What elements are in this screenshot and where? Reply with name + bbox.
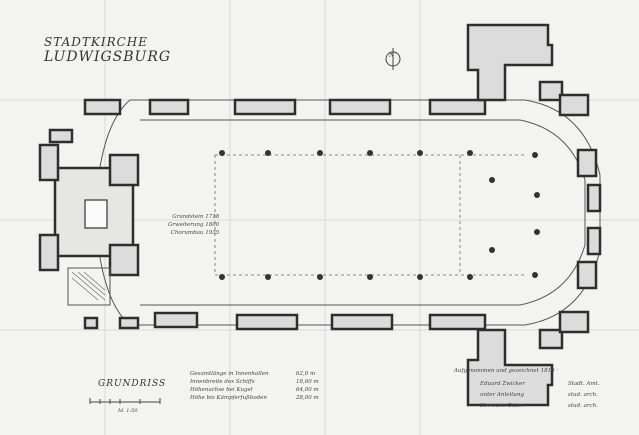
dimension-value: 64,00 m (296, 387, 319, 393)
north-transept (466, 23, 590, 117)
date-line: Grweiterung 1800 (168, 222, 220, 228)
signature-role: stud. arch. (568, 392, 598, 398)
signature-role: stud. arch. (568, 403, 598, 409)
signature-role: Stadt. Amt. (568, 381, 600, 387)
date-line: Chorumbau 1935 (170, 230, 220, 236)
dimension-value: 28,00 m (296, 395, 319, 401)
north-wall-piers (83, 98, 487, 116)
signature-line: Eduard Zwicker (480, 381, 525, 387)
dimension-label: Höhe bis Kämpferfußboden (190, 395, 267, 401)
scale-label: M. 1:50 (118, 408, 138, 414)
scale-bar (89, 398, 161, 404)
date-line: Grundstein 1718 (172, 214, 220, 220)
west-tower (38, 128, 140, 306)
nave-columns (219, 150, 540, 280)
north-arrow (385, 48, 401, 70)
south-wall-piers (83, 311, 487, 331)
dimension-label: Gesamtlänge in Innenhallen (190, 371, 269, 377)
dimension-value: 18,60 m (296, 379, 319, 385)
north-mark: N (389, 52, 395, 59)
nave-outline (94, 99, 601, 326)
south-transept (466, 310, 590, 407)
drawing-title-line1: STADTKIRCHE (44, 35, 149, 49)
dimension-labels: Gesamtlänge in Innenhallen Innenbreite d… (190, 370, 269, 402)
signature-line: unter Anleitung (480, 392, 525, 398)
construction-dates: Grundstein 1718 Grweiterung 1800 Chorumb… (168, 213, 219, 237)
drawing-title-line2: LUDWIGSBURG (44, 49, 172, 65)
plan-label: GRUNDRISS (98, 379, 167, 389)
dimension-label: Innenbreite des Schiffs (190, 379, 255, 385)
signature-line: Hermann Baier (480, 403, 523, 409)
signature-line: Aufgenommen und gezeichnet 1818 · (454, 368, 559, 374)
arcade-lines (214, 154, 525, 276)
dimension-values: 62,0 m 18,60 m 64,00 m 28,00 m (296, 370, 319, 402)
dimension-label: Höhenachse bei Kugel (190, 387, 253, 393)
choir-piers (576, 148, 602, 290)
dimension-value: 62,0 m (296, 371, 316, 377)
